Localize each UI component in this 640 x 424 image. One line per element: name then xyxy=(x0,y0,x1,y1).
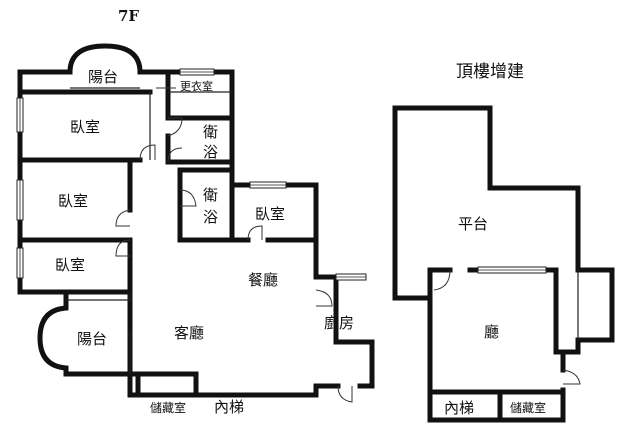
label-storage-7f: 儲藏室 xyxy=(150,400,186,415)
outer-wall-roof xyxy=(392,105,615,423)
label-bath-1-top: 衛 xyxy=(203,123,218,141)
label-kitchen: 廚房 xyxy=(324,314,354,332)
label-bedroom-1: 臥室 xyxy=(70,118,100,136)
label-bath-2-bottom: 浴 xyxy=(203,208,218,226)
label-balcony-left: 陽台 xyxy=(77,330,107,348)
label-bedroom-3: 臥室 xyxy=(255,205,285,223)
label-bath-2-top: 衛 xyxy=(203,186,218,204)
interior-walls-roof xyxy=(427,267,566,423)
label-hall: 廳 xyxy=(484,323,499,341)
balcony-top-arc xyxy=(67,43,143,75)
label-dining: 餐廳 xyxy=(248,271,278,289)
windows-7f xyxy=(16,68,367,281)
floor-7f-heading: 7F xyxy=(118,7,139,25)
label-balcony-top: 陽台 xyxy=(88,68,118,86)
interior-walls-7f xyxy=(17,69,339,398)
rooftop-heading: 頂樓增建 xyxy=(456,62,524,82)
label-storage-roof: 儲藏室 xyxy=(510,400,546,415)
label-bedroom-2: 臥室 xyxy=(58,192,88,210)
labels: 7F 頂樓增建 陽台 更衣室 臥室 衛 浴 臥室 衛 浴 臥室 臥室 餐廳 陽台… xyxy=(55,7,546,417)
label-living: 客廳 xyxy=(174,324,204,342)
plan-rooftop xyxy=(392,105,615,423)
label-walk-in-closet: 更衣室 xyxy=(180,79,213,93)
label-bath-1-bottom: 浴 xyxy=(203,143,218,161)
label-terrace: 平台 xyxy=(458,215,488,233)
label-inner-stairs-roof: 內梯 xyxy=(444,399,474,417)
label-bedroom-4: 臥室 xyxy=(55,256,85,274)
balcony-left-arc xyxy=(37,297,133,398)
plan-7f xyxy=(16,43,375,403)
label-inner-stairs-7f: 內梯 xyxy=(214,398,244,416)
